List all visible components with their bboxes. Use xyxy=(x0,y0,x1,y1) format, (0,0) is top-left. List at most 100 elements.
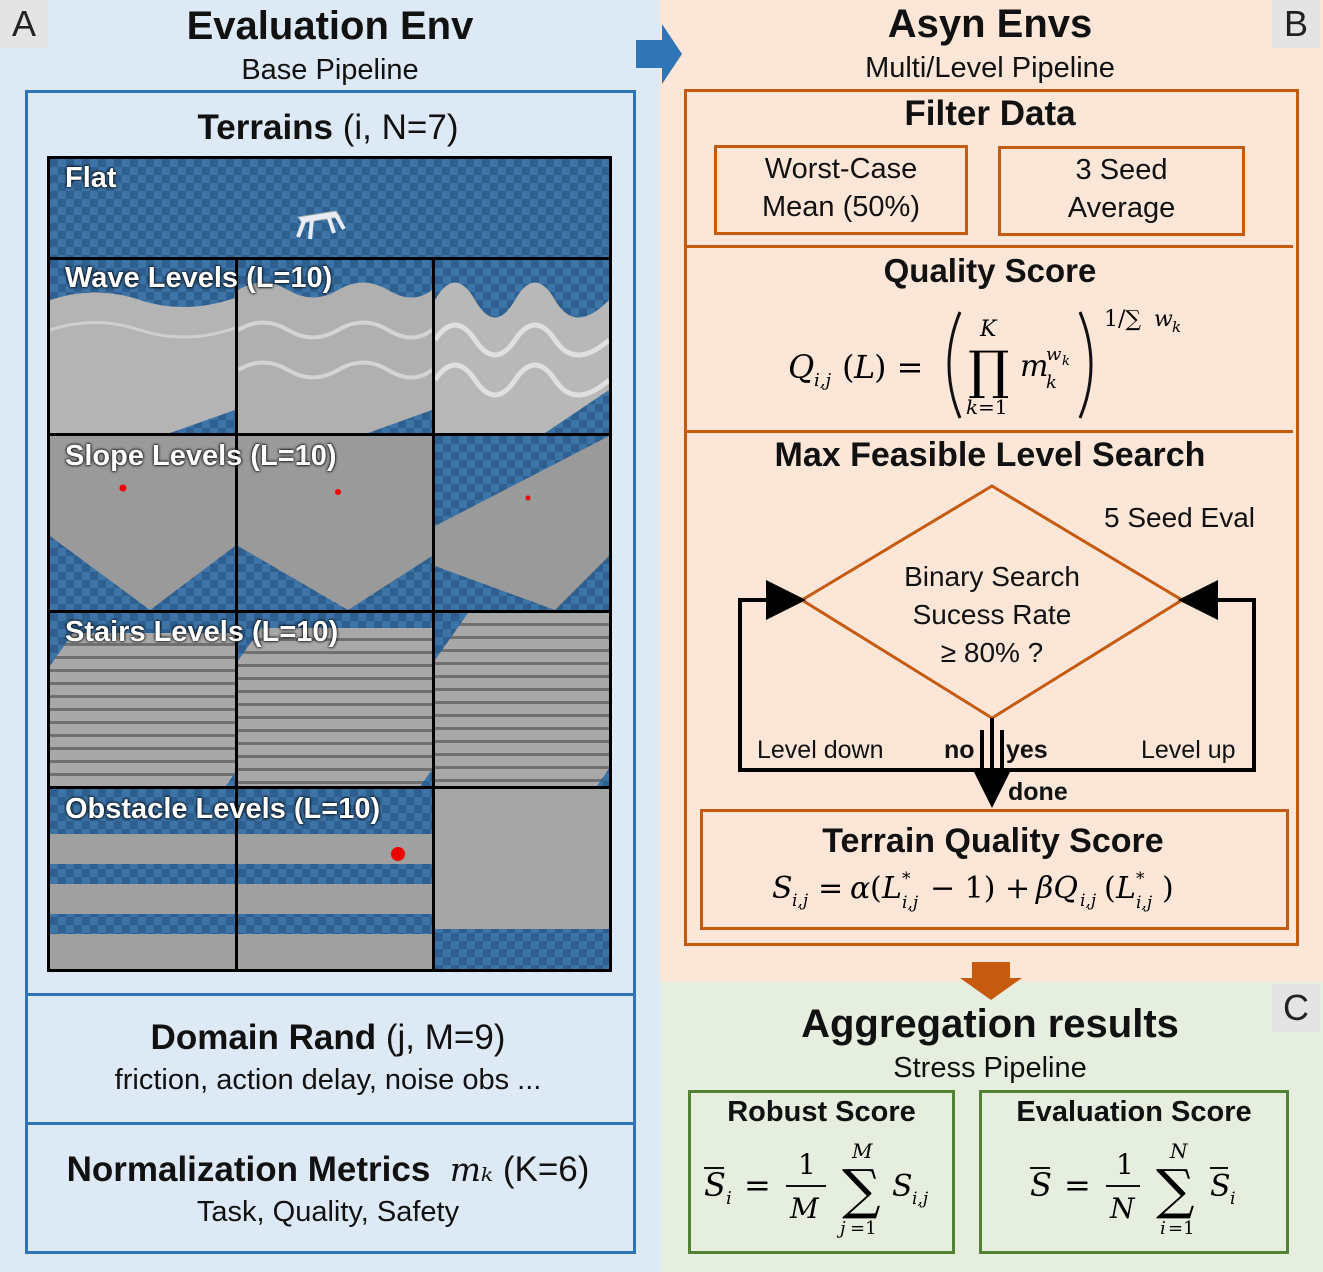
filter-box-seed-average xyxy=(998,146,1245,236)
diamond-text: Binary Search Sucess Rate ≥ 80% ? xyxy=(842,558,1142,672)
svg-text:=: = xyxy=(818,871,843,906)
svg-text:S: S xyxy=(1030,1166,1052,1204)
terrain-grid: Flat Wave Levels (L=10) Slope Levels (L=… xyxy=(47,156,612,972)
panel-a-title: Evaluation Env xyxy=(186,4,474,48)
separator xyxy=(687,245,1293,248)
domain-rand-title: Domain Rand (j, M=9) xyxy=(28,1018,628,1058)
svg-text:=1: =1 xyxy=(1168,1218,1195,1239)
svg-text:N: N xyxy=(1169,1139,1189,1163)
quality-title: Quality Score xyxy=(883,252,1097,289)
filter-box2-line2: Average xyxy=(1067,192,1176,224)
arrow-right-icon xyxy=(636,24,682,84)
diamond-line1: Binary Search xyxy=(904,561,1080,592)
terrain-label-wave: Wave Levels (L=10) xyxy=(65,262,333,294)
panel-c-tag: C xyxy=(1272,984,1320,1032)
terrains-title: Terrains (i, N=7) xyxy=(28,108,628,148)
quality-formula: Q i,j ( L ) = K ∏ k =1 m k w k 1/∑ w k xyxy=(788,307,1181,419)
svg-text:=1: =1 xyxy=(850,1218,877,1239)
svg-text:i: i xyxy=(726,1188,732,1209)
terrain-quality-formula: S i,j = α ( L * i,j − 1) + βQ i,j ( L * … xyxy=(772,869,1174,913)
filter-title: Filter Data xyxy=(904,94,1076,133)
svg-text:i,j: i,j xyxy=(1136,893,1153,913)
terrain-tile-wave-1 xyxy=(50,260,235,433)
evaluation-score-formula: S = 1 N N ∑ i =1 S i xyxy=(1030,1139,1235,1239)
svg-text:m: m xyxy=(1020,349,1048,384)
svg-text:=1: =1 xyxy=(978,395,1007,419)
panel-b-tag: B xyxy=(1272,0,1320,48)
seed-eval-label: 5 Seed Eval xyxy=(1104,502,1255,533)
svg-text:i,j: i,j xyxy=(792,891,809,911)
terrain-quality-title: Terrain Quality Score xyxy=(822,822,1164,860)
svg-text:i: i xyxy=(1160,1218,1166,1239)
metrics-title: Normalization Metrics mₖ (K=6) xyxy=(28,1150,628,1190)
terrains-title-bold: Terrains xyxy=(197,108,334,147)
no-label: no xyxy=(944,736,975,764)
terrain-label-stairs: Stairs Levels (L=10) xyxy=(65,616,339,648)
terrain-tile-obstacle-1 xyxy=(50,789,235,969)
svg-text:M: M xyxy=(789,1192,820,1225)
panel-c-title: Aggregation results xyxy=(801,1002,1179,1046)
svg-text:k: k xyxy=(1046,372,1057,393)
level-down-label: Level down xyxy=(757,736,884,764)
robust-score-box xyxy=(688,1090,955,1254)
metrics-symbol: mₖ xyxy=(449,1150,494,1189)
domain-rand-title-bold: Domain Rand xyxy=(150,1018,377,1057)
svg-text:1: 1 xyxy=(1116,1148,1134,1181)
filter-box-seed-average-text: 3 Seed Average xyxy=(1001,151,1242,227)
svg-text:*: * xyxy=(1136,869,1145,889)
terrain-label-obstacle: Obstacle Levels (L=10) xyxy=(65,793,381,825)
terrain-tile-stairs-3 xyxy=(435,613,609,786)
evaluation-score-box xyxy=(979,1090,1289,1254)
search-flowchart xyxy=(738,484,1256,808)
robot-icon xyxy=(296,210,346,240)
svg-text:k: k xyxy=(966,395,978,419)
yes-label: yes xyxy=(1006,736,1048,764)
svg-text:w: w xyxy=(1046,344,1062,365)
robust-score-formula: S i = 1 M M ∑ j =1 S i,j xyxy=(704,1139,929,1239)
domain-rand-title-rest: (j, M=9) xyxy=(376,1018,506,1057)
separator xyxy=(687,430,1293,433)
svg-text:α: α xyxy=(850,871,870,906)
level-up-label: Level up xyxy=(1141,736,1236,764)
panel-c xyxy=(660,982,1323,1272)
terrain-tile-obstacle-3 xyxy=(435,789,609,969)
svg-text:βQ: βQ xyxy=(1035,871,1078,906)
svg-text:k: k xyxy=(1172,318,1181,336)
svg-text:K: K xyxy=(979,317,998,342)
filter-box-worst-case-text: Worst-Case Mean (50%) xyxy=(717,150,965,226)
diamond-line2: Sucess Rate xyxy=(912,599,1072,630)
metrics-detail: Task, Quality, Safety xyxy=(196,1196,460,1228)
svg-text:S: S xyxy=(772,871,793,906)
search-title: Max Feasible Level Search xyxy=(774,436,1206,474)
svg-text:i: i xyxy=(1230,1189,1235,1209)
svg-text:k: k xyxy=(1062,354,1070,369)
filter-box2-line1: 3 Seed xyxy=(1075,154,1168,186)
terrains-title-rest: (i, N=7) xyxy=(333,108,459,147)
svg-text:N: N xyxy=(1109,1192,1136,1225)
svg-text:): ) xyxy=(1162,871,1174,906)
metrics-box xyxy=(25,1122,636,1254)
panel-b xyxy=(660,0,1323,982)
terrain-tile-stairs-2 xyxy=(238,613,432,786)
svg-text:∑: ∑ xyxy=(1156,1158,1195,1221)
terrain-tile-stairs-1 xyxy=(50,613,235,786)
terrain-tile-slope-1 xyxy=(50,436,235,610)
panel-a-tag: A xyxy=(0,0,48,48)
robust-score-title: Robust Score xyxy=(727,1096,916,1128)
panel-c-subtitle: Stress Pipeline xyxy=(893,1052,1087,1084)
svg-text:=: = xyxy=(1064,1166,1091,1204)
terrain-tile-wave-2 xyxy=(238,260,432,433)
svg-text:i,j: i,j xyxy=(912,1189,929,1209)
svg-text:i,j: i,j xyxy=(902,893,919,913)
metrics-title-bold: Normalization Metrics xyxy=(66,1150,431,1189)
svg-text:1: 1 xyxy=(798,1148,816,1181)
diamond-line3: ≥ 80% ? xyxy=(940,637,1044,668)
terrain-tile-slope-3 xyxy=(435,436,609,610)
terrain-label-slope: Slope Levels (L=10) xyxy=(65,440,337,472)
terrain-tile-slope-2 xyxy=(238,436,432,610)
svg-text:*: * xyxy=(902,869,911,889)
svg-text:− 1) +: − 1) + xyxy=(930,871,1030,906)
arrow-down-icon xyxy=(960,962,1022,1000)
svg-text:Q: Q xyxy=(788,348,814,386)
svg-text:∑: ∑ xyxy=(842,1158,881,1221)
